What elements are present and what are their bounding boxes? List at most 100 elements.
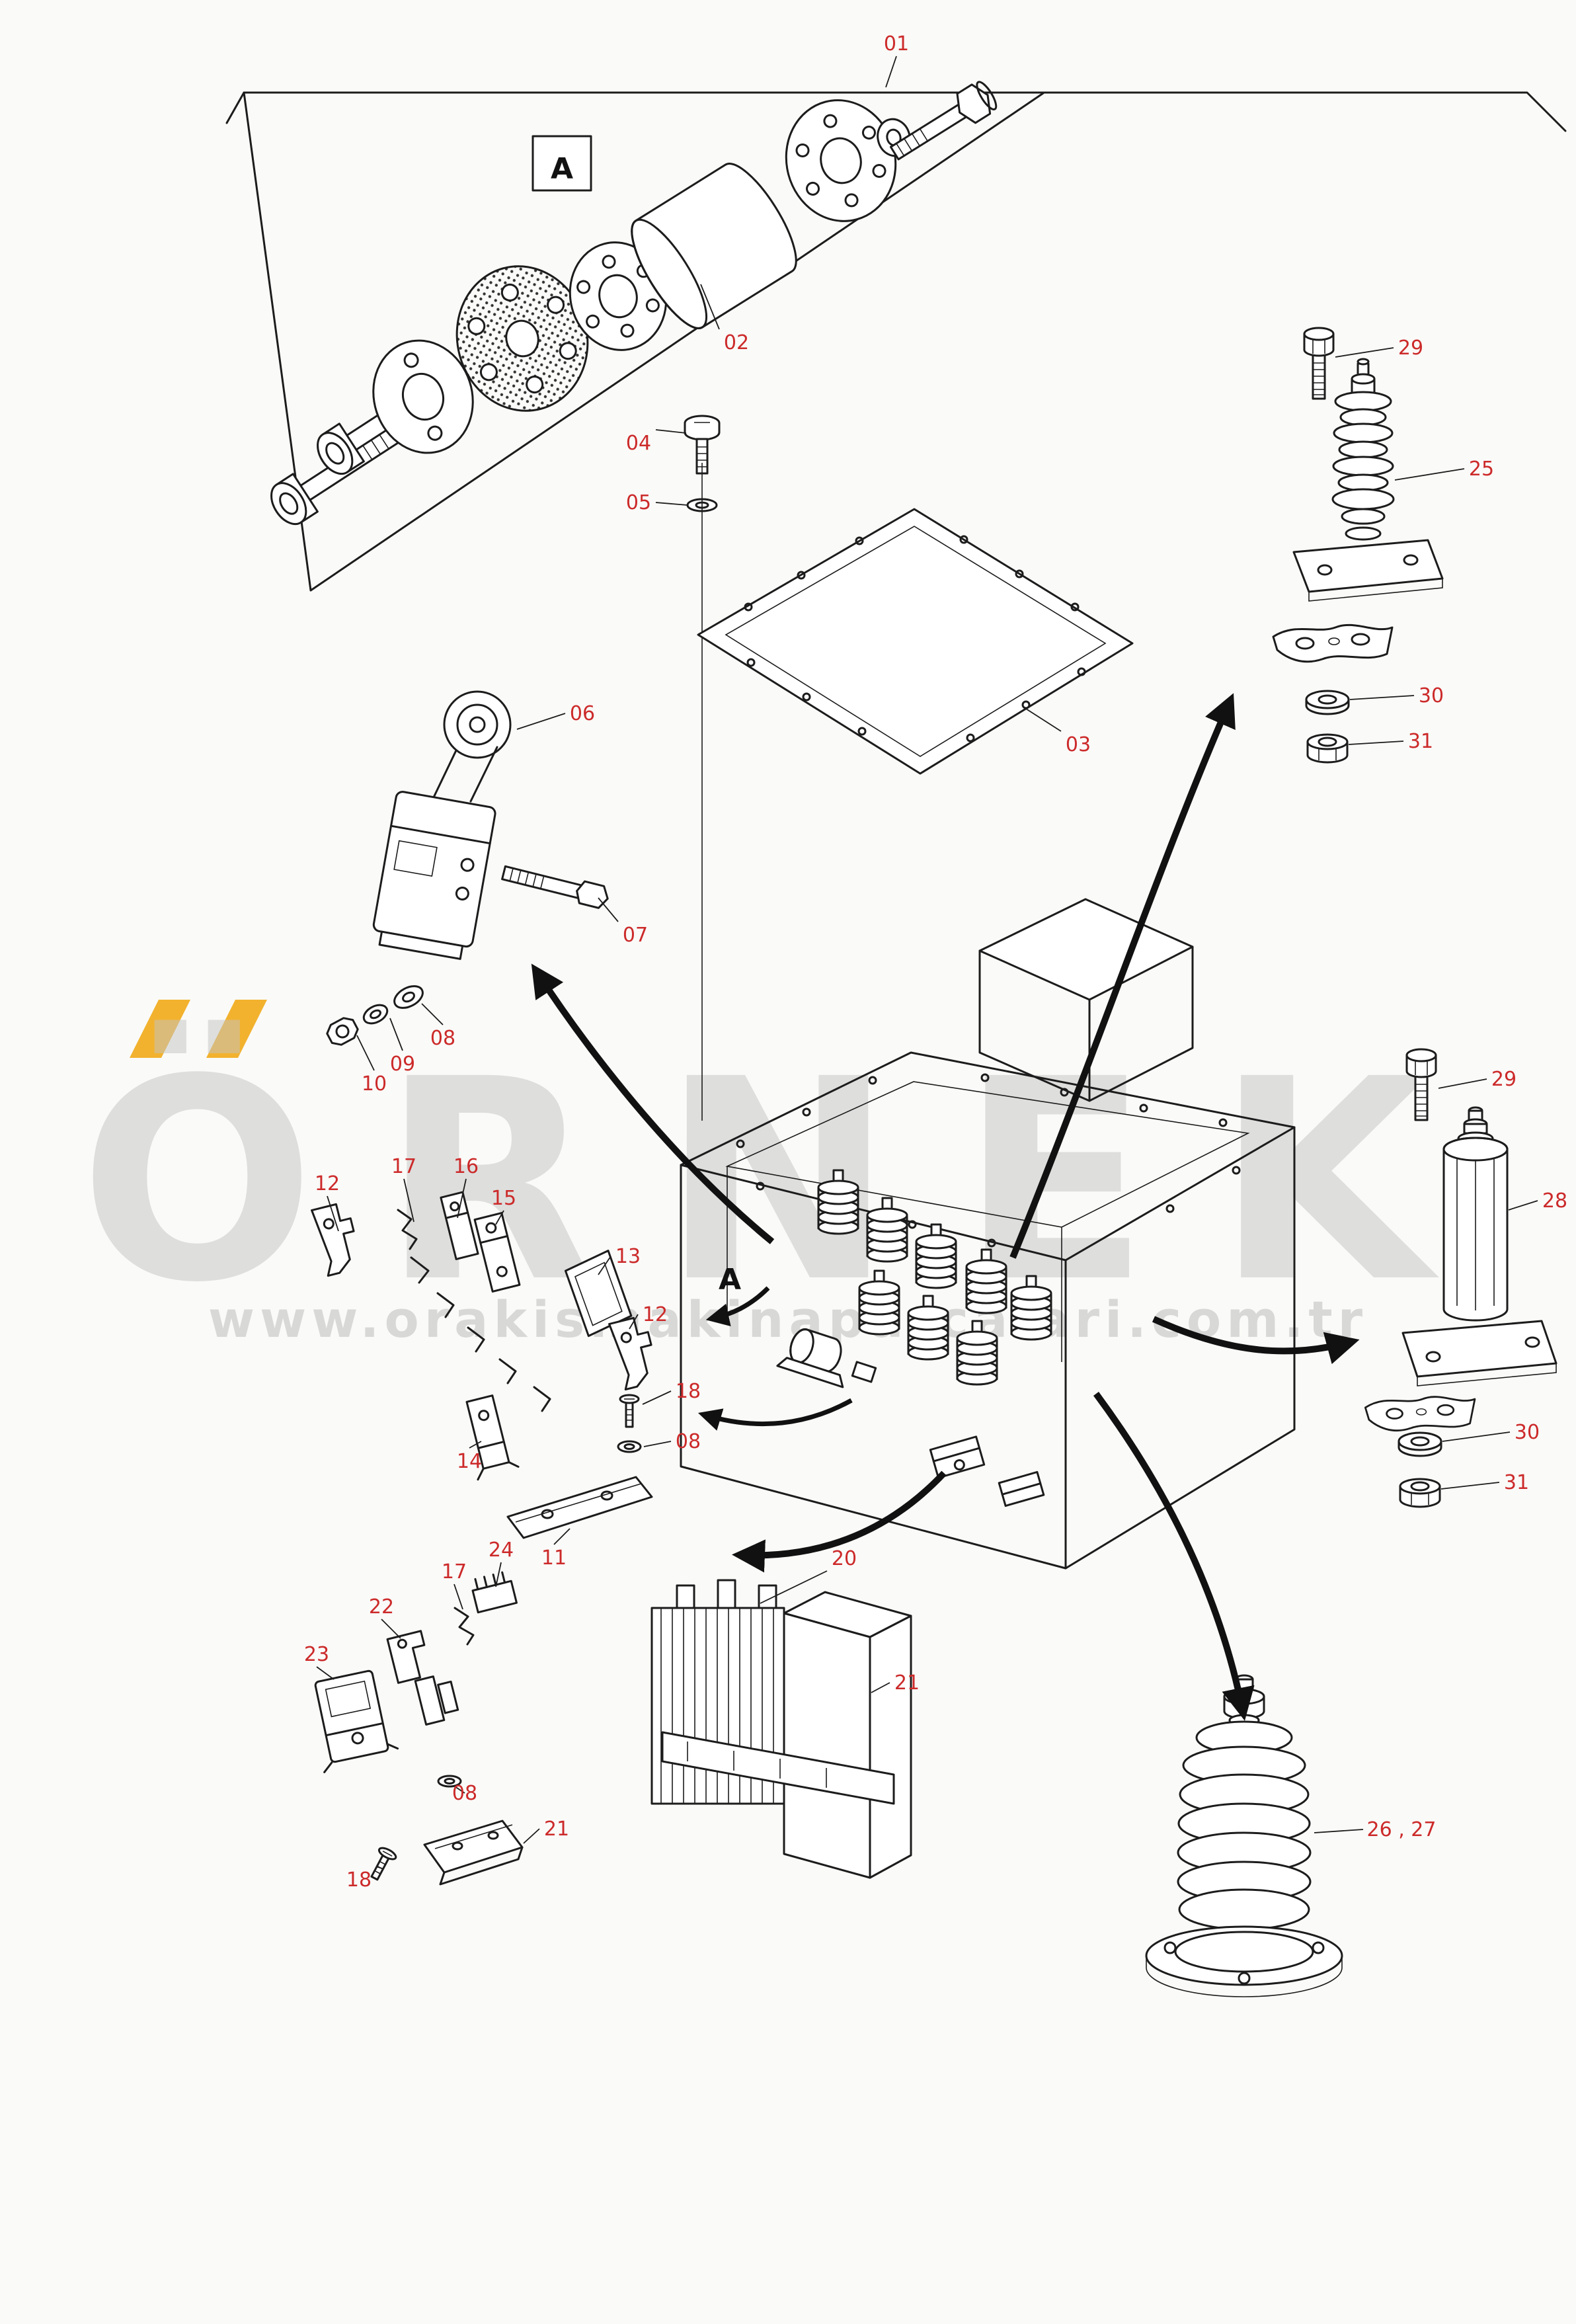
- callout-08: 08: [430, 1027, 455, 1050]
- callout-24: 24: [489, 1539, 514, 1562]
- callout-leader-25: [1394, 468, 1465, 481]
- contact-assembly-lower: [314, 1571, 524, 1886]
- callout-01: 01: [884, 32, 909, 56]
- callout-29: 29: [1491, 1068, 1517, 1091]
- part-17-clip-2: [453, 1607, 475, 1646]
- callout-07: 07: [623, 924, 648, 947]
- coil-part: [776, 1328, 844, 1388]
- callout-25: 25: [1469, 458, 1494, 481]
- washer-09: [362, 1004, 389, 1025]
- watermark-accent-mark-2: [206, 1000, 267, 1058]
- drawing: A: [225, 81, 1567, 1997]
- callout-13: 13: [615, 1245, 641, 1268]
- callout-leader-18: [642, 1390, 672, 1405]
- callout-11: 11: [541, 1546, 567, 1570]
- coupling-disc: [569, 241, 668, 351]
- washer-30-lower: [1398, 1431, 1442, 1457]
- callout-leader-21: [871, 1682, 890, 1693]
- part-15: [473, 1212, 521, 1293]
- callout-21: 21: [544, 1818, 569, 1841]
- terminal-blocks: [929, 1435, 1045, 1507]
- callout-leader-31: [1440, 1482, 1500, 1490]
- callout-05: 05: [626, 491, 651, 514]
- callout-03: 03: [1066, 733, 1091, 756]
- part-12-right: [608, 1316, 652, 1391]
- arrow-detail-a: [705, 1286, 770, 1326]
- callout-02: 02: [724, 331, 749, 354]
- screw-18-upper: [619, 1394, 640, 1428]
- callout-leader-20: [760, 1570, 828, 1604]
- watermark-url: www.orakismakinaparcalari.com.tr: [208, 1290, 1368, 1349]
- callout-17: 17: [391, 1155, 416, 1178]
- contact-assembly-upper: [311, 1191, 653, 1539]
- watermark-accent-mark: [130, 1000, 190, 1058]
- arrow-to-insulator-28: [1152, 1316, 1360, 1365]
- arrow-to-insulator-25: [1009, 693, 1236, 1259]
- callout-leader-01: [885, 56, 897, 88]
- callout-leader-07: [598, 897, 619, 922]
- washer-30-upper: [1305, 690, 1350, 715]
- callout-14: 14: [457, 1450, 482, 1473]
- callout-06: 06: [570, 702, 595, 725]
- mounting-rail-11: [506, 1476, 653, 1539]
- insulator-25-group: [1272, 327, 1444, 764]
- coil-terminal: [851, 1361, 877, 1383]
- callout-leader-15: [495, 1210, 504, 1225]
- callout-30: 30: [1419, 684, 1444, 707]
- callout-leader-10: [356, 1035, 375, 1071]
- part-12-left: [311, 1203, 355, 1277]
- clamp-bracket-lower: [1364, 1396, 1476, 1432]
- callout-leader-30: [1442, 1431, 1511, 1442]
- callout-09: 09: [390, 1053, 415, 1076]
- callout-12: 12: [643, 1303, 668, 1326]
- callout-leader-12: [327, 1195, 339, 1232]
- callout-leader-11: [553, 1528, 571, 1545]
- callout-31: 31: [1504, 1471, 1529, 1494]
- coupling-sleeve: [631, 163, 797, 330]
- callout-leader-29: [1438, 1078, 1487, 1089]
- callout-31: 31: [1408, 730, 1433, 753]
- callout-leader-09: [389, 1018, 403, 1051]
- washer-08-upper: [617, 1440, 642, 1453]
- coupling-hex-bolt: [889, 81, 998, 161]
- callout-leader-30: [1349, 695, 1415, 700]
- callout-leader-04: [655, 429, 687, 434]
- callout-leader-06: [516, 713, 566, 730]
- bolt-07: [501, 865, 609, 909]
- arrow-to-screw-18: [697, 1398, 853, 1431]
- detail-a-arrow-label: A: [719, 1263, 741, 1297]
- washer-08: [393, 985, 424, 1009]
- callout-12: 12: [315, 1172, 340, 1195]
- callout-16: 16: [453, 1155, 479, 1178]
- callout-28: 28: [1542, 1189, 1567, 1213]
- part-16: [440, 1191, 479, 1260]
- limit-switch-06: [326, 690, 609, 1046]
- coupling-assembly: A: [263, 81, 998, 532]
- insulator-28: [1442, 1106, 1509, 1322]
- part-14: [465, 1394, 520, 1481]
- callout-leader-29: [1335, 347, 1394, 358]
- coupling-flange-large: [785, 99, 897, 222]
- detail-a-label: A: [551, 152, 573, 186]
- screw-04: [684, 415, 721, 475]
- callout-leader-17: [453, 1583, 463, 1610]
- reference-arrows: A: [531, 693, 1360, 1721]
- callout-leader-08: [643, 1441, 672, 1447]
- insulator-25: [1292, 358, 1444, 602]
- bolt-29-upper: [1303, 327, 1335, 400]
- callout-18: 18: [676, 1380, 701, 1403]
- insulator-28-plate: [1401, 1320, 1557, 1386]
- callout-leader-23: [316, 1666, 335, 1680]
- arrow-to-resistor: [732, 1470, 947, 1573]
- callout-08: 08: [676, 1430, 701, 1453]
- cover-plate-03: [697, 508, 1134, 775]
- part-23: [314, 1669, 399, 1773]
- part-17-clip: [397, 1209, 418, 1250]
- callout-22: 22: [369, 1595, 394, 1619]
- callout-leader-24: [495, 1562, 502, 1587]
- callout-17: 17: [442, 1560, 467, 1583]
- callout-04: 04: [626, 432, 651, 455]
- callout-leader-14: [469, 1441, 482, 1449]
